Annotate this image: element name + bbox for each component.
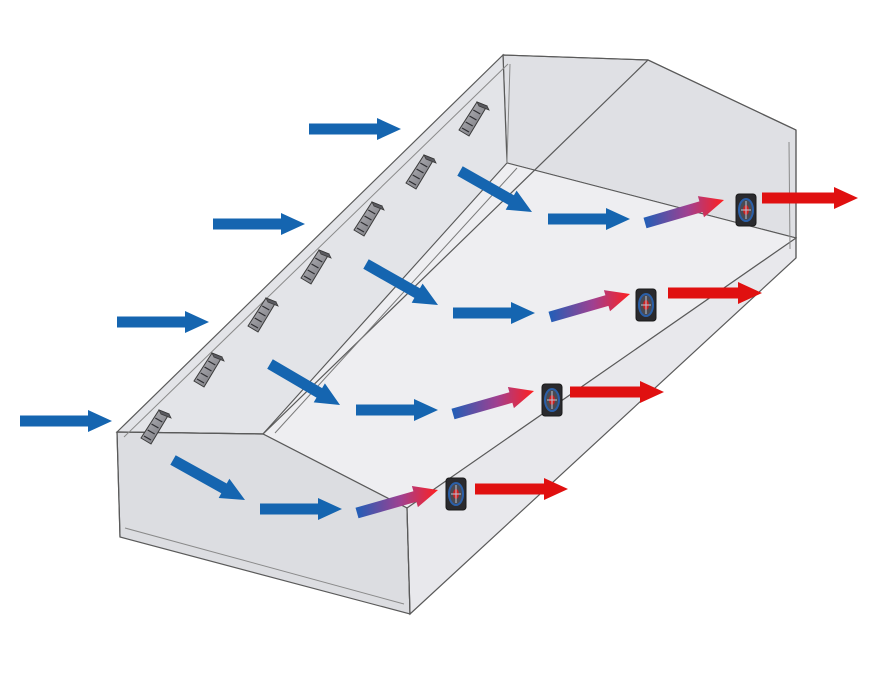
louver-vent-icon	[247, 297, 279, 333]
flow-arrow-warming	[643, 196, 724, 229]
inner-edge-2	[123, 63, 509, 438]
arrow-right-icon	[668, 282, 762, 304]
enclosure	[115, 53, 798, 616]
inner-edge-1	[502, 54, 649, 61]
inlet-vents	[140, 101, 490, 445]
flow-arrow-across	[260, 498, 342, 520]
flow-arrow-across	[453, 302, 535, 324]
arrow-right-icon	[570, 381, 664, 403]
exhaust-air-arrows	[475, 187, 858, 500]
flow-arrow-warming	[548, 290, 630, 323]
louver-vent-icon	[300, 249, 332, 285]
exhaust-fans	[445, 193, 757, 511]
arrow-right-icon	[20, 410, 112, 432]
fan-icon	[445, 477, 467, 511]
inner-edge-8	[116, 431, 121, 538]
flow-arrow-warming	[355, 486, 438, 519]
inner-edge-7	[406, 507, 411, 615]
flow-arrow-across	[548, 208, 630, 230]
inner-edge-5	[124, 527, 405, 605]
arrow-right-icon	[213, 213, 305, 235]
flow-arrow-in	[267, 359, 340, 405]
fan-icon	[541, 383, 563, 417]
flow-arrow-in	[170, 455, 245, 500]
arrow-right-icon	[309, 118, 401, 140]
arrow-right-icon	[475, 478, 568, 500]
flow-arrow-in	[457, 166, 532, 212]
louver-vent-icon	[458, 101, 490, 137]
flow-arrow-warming	[451, 387, 534, 420]
inner-edge-3	[506, 63, 511, 164]
louver-vent-icon	[353, 201, 385, 237]
fan-icon	[635, 288, 657, 322]
flow-arrow-in	[363, 259, 438, 305]
inlet-air-arrows	[20, 118, 401, 432]
roof-ridge	[116, 59, 797, 435]
louver-vent-icon	[405, 154, 437, 190]
internal-flow-arrows	[170, 166, 724, 520]
arrow-right-icon	[762, 187, 858, 209]
louver-vent-icon	[193, 352, 225, 388]
arrow-right-icon	[117, 311, 209, 333]
flow-arrow-across	[356, 399, 438, 421]
louver-vent-icon	[140, 409, 172, 445]
fan-icon	[735, 193, 757, 227]
